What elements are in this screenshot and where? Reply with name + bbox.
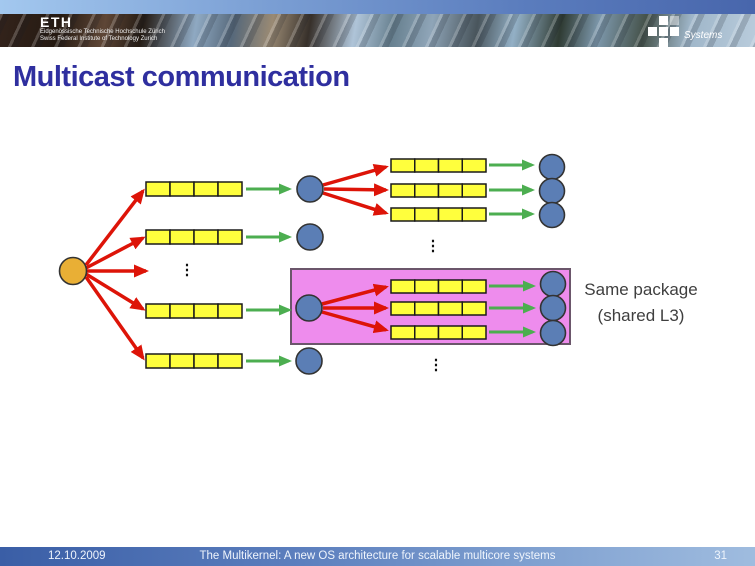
queue-slot — [414, 158, 440, 173]
queue-slot — [390, 207, 416, 222]
slide-title: Multicast communication — [13, 61, 350, 93]
queue-slot — [390, 279, 416, 294]
queue-slot — [169, 353, 195, 369]
top-gradient-bar — [0, 0, 755, 14]
queue-slot — [169, 181, 195, 197]
queue-slot — [217, 229, 243, 245]
red-arrow — [322, 191, 389, 216]
queue-slot — [437, 301, 463, 316]
red-arrow — [85, 236, 146, 270]
message-queue — [145, 303, 243, 319]
systems-logo-icon — [659, 16, 668, 25]
queue-slot — [390, 183, 416, 198]
queue-slot — [390, 158, 416, 173]
message-queue — [145, 229, 243, 245]
red-arrow — [84, 188, 145, 267]
eth-logo: ETH Eidgenössische Technische Hochschule… — [40, 14, 165, 43]
same-package-label-line2: (shared L3) — [597, 306, 685, 326]
queue-slot — [461, 279, 487, 294]
queue-slot — [217, 181, 243, 197]
red-arrow — [321, 310, 389, 334]
systems-logo: Systems — [645, 15, 723, 48]
ellipsis-bottom: ⋮ — [428, 356, 444, 374]
core-node — [296, 175, 324, 203]
queue-slot — [437, 207, 463, 222]
red-arrow — [323, 183, 389, 197]
queue-slot — [145, 303, 171, 319]
queue-slot — [461, 301, 487, 316]
ellipsis-left: ⋮ — [179, 261, 195, 279]
queue-slot — [217, 353, 243, 369]
queue-slot — [414, 325, 440, 340]
header-photo-band: ETH Eidgenössische Technische Hochschule… — [0, 14, 755, 47]
core-node — [538, 201, 566, 229]
queue-slot — [145, 353, 171, 369]
eth-wordmark: ETH — [40, 14, 73, 30]
footer-title: The Multikernel: A new OS architecture f… — [199, 550, 556, 562]
core-node — [539, 319, 567, 347]
queue-slot — [461, 207, 487, 222]
queue-slot — [414, 279, 440, 294]
systems-logo-icon — [659, 38, 668, 47]
message-queue — [145, 181, 243, 197]
queue-slot — [217, 303, 243, 319]
sender-node — [58, 256, 88, 286]
red-arrow — [321, 283, 389, 306]
message-queue — [390, 325, 487, 340]
queue-slot — [169, 303, 195, 319]
queue-slot — [461, 183, 487, 198]
queue-slot — [169, 229, 195, 245]
queue-slot — [390, 301, 416, 316]
message-queue — [390, 279, 487, 294]
core-node — [295, 294, 323, 322]
queue-slot — [145, 229, 171, 245]
core-node — [538, 153, 566, 181]
systems-logo-icon — [648, 27, 657, 36]
systems-logo-icon — [659, 27, 668, 36]
message-queue — [390, 158, 487, 173]
core-node — [296, 223, 324, 251]
message-queue — [390, 301, 487, 316]
queue-slot — [193, 181, 219, 197]
same-package-label: Same package (shared L3) — [577, 277, 705, 330]
same-package-label-line1: Same package — [584, 280, 698, 299]
queue-slot — [414, 183, 440, 198]
queue-slot — [437, 279, 463, 294]
queue-slot — [437, 158, 463, 173]
message-queue — [390, 183, 487, 198]
queue-slot — [145, 181, 171, 197]
queue-slot — [437, 325, 463, 340]
queue-slot — [193, 229, 219, 245]
red-arrow — [322, 164, 389, 187]
footer-bar: 12.10.2009 The Multikernel: A new OS arc… — [0, 547, 755, 566]
core-node — [539, 270, 567, 298]
red-arrow — [85, 272, 146, 311]
eth-subtitle-en: Swiss Federal Institute of Technology Zu… — [40, 36, 158, 42]
systems-logo-icon — [670, 16, 679, 25]
queue-slot — [461, 325, 487, 340]
queue-slot — [193, 353, 219, 369]
queue-slot — [414, 207, 440, 222]
message-queue — [145, 353, 243, 369]
core-node — [295, 347, 323, 375]
queue-slot — [437, 183, 463, 198]
queue-slot — [193, 303, 219, 319]
systems-wordmark: Systems — [684, 30, 723, 41]
footer-page-number: 31 — [714, 550, 727, 562]
systems-logo-icon — [670, 27, 679, 36]
queue-slot — [414, 301, 440, 316]
core-node — [539, 294, 567, 322]
footer-date: 12.10.2009 — [48, 550, 106, 562]
queue-slot — [390, 325, 416, 340]
queue-slot — [461, 158, 487, 173]
eth-subtitle-de: Eidgenössische Technische Hochschule Zür… — [40, 29, 165, 35]
red-arrow — [84, 275, 145, 361]
core-node — [538, 177, 566, 205]
message-queue — [390, 207, 487, 222]
ellipsis-top-right: ⋮ — [425, 237, 441, 255]
